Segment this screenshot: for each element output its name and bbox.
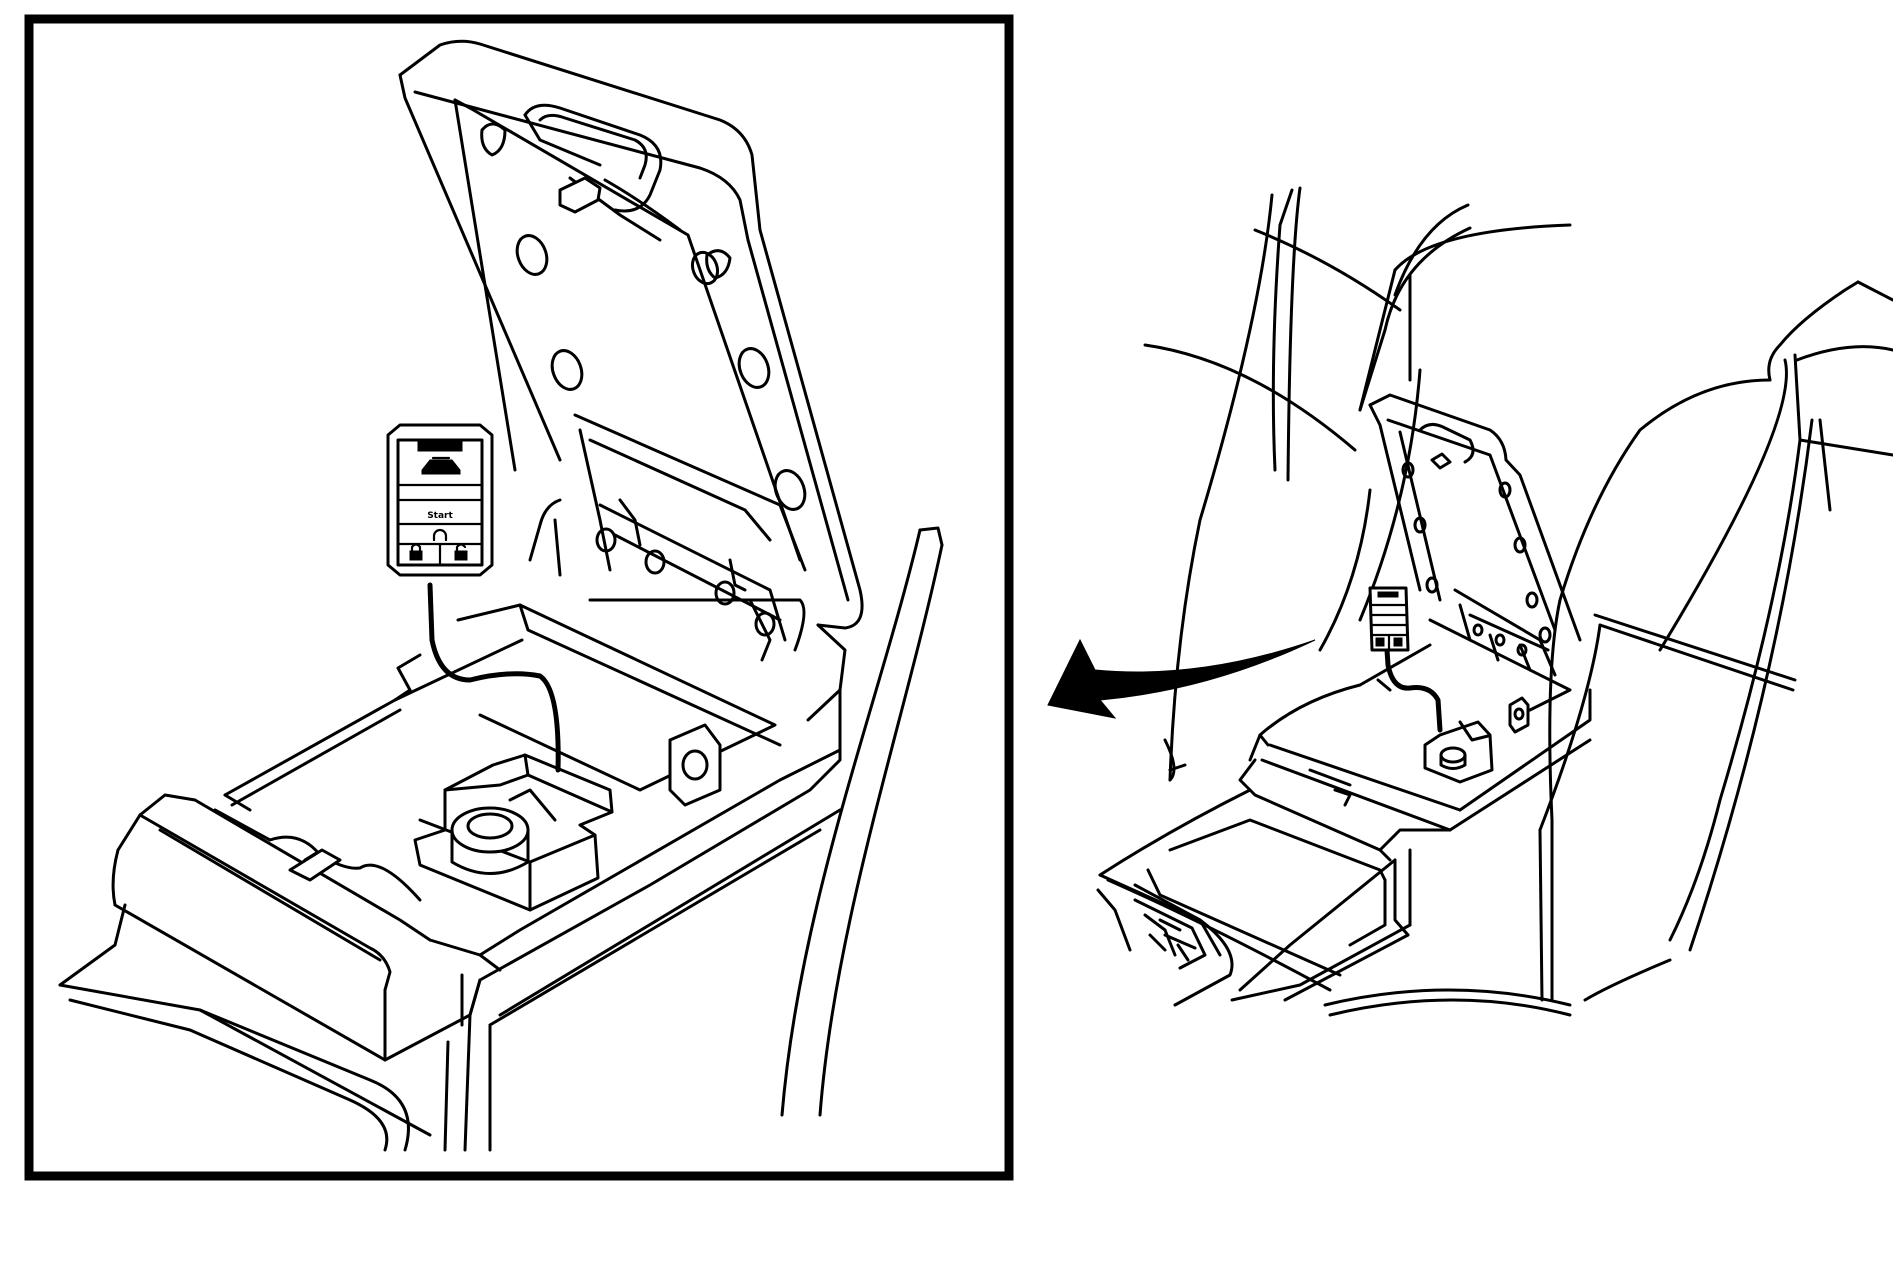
lock-icon: [409, 543, 423, 561]
trunk-release-icon: [421, 456, 461, 475]
overview-console: [1096, 393, 1592, 1007]
harness-receptacle: [413, 753, 614, 912]
detail-view: Start: [24, 14, 1014, 1181]
unlock-icon: [454, 543, 468, 561]
right-seat: [1323, 280, 1893, 1017]
console-base: [58, 498, 847, 1152]
detail-frame: [24, 14, 1014, 1181]
harness-cable: [427, 582, 561, 773]
remote-transmitter: Start: [386, 423, 494, 577]
power-outlet: [668, 723, 722, 807]
transmitter-top-strip: [417, 440, 463, 452]
curved-arrow: [1047, 638, 1316, 719]
armrest-lid: [398, 39, 864, 662]
panic-icon: [432, 528, 448, 542]
overview-view: [1047, 186, 1893, 1017]
start-label: Start: [427, 511, 453, 521]
seat-edge: [780, 526, 944, 1117]
